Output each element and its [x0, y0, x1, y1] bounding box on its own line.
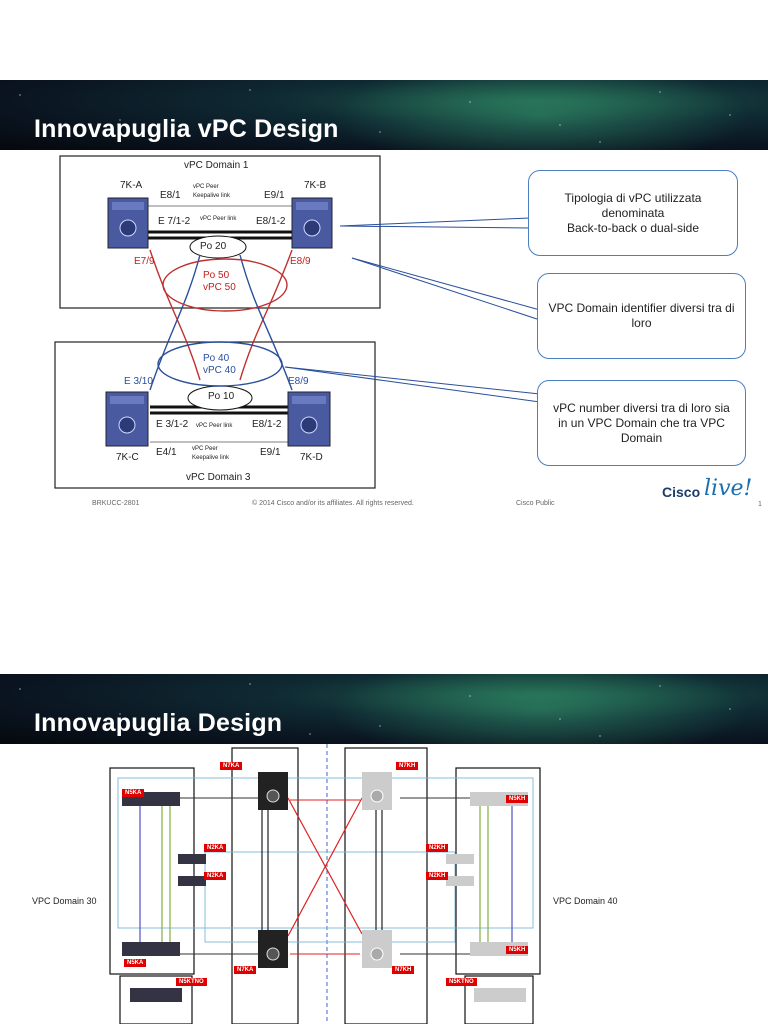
po20-label: Po 20 [200, 241, 227, 252]
n2kh-2-device [446, 876, 474, 886]
switch-7k-b [291, 197, 333, 249]
switch-7k-c [105, 391, 149, 447]
n2ka-1-device [178, 854, 206, 864]
footer-copyright: © 2014 Cisco and/or its affiliates. All … [252, 500, 414, 507]
po40-ellipse [157, 341, 283, 387]
po40-label: Po 40 [203, 353, 230, 364]
tag-n7kh-bot: N7KH [392, 966, 415, 974]
cisco-live-logo: Cisco live! [662, 476, 753, 501]
slide-2-title: Innovapuglia Design [34, 709, 283, 737]
domain-3-label: vPC Domain 3 [186, 472, 251, 483]
tag-n5ka-bot: N5KA [124, 959, 147, 967]
n5kt-right-device [474, 988, 526, 1002]
tag-n5kh-bot: N5KH [506, 946, 529, 954]
port-e4-1: E4/1 [156, 447, 177, 458]
port-e3-1-2: E 3/1-2 [156, 419, 189, 430]
tag-n2kh-2: N2KH [426, 872, 449, 880]
n7ka-top-device [258, 772, 288, 810]
vpc-domain-1-box [59, 155, 381, 309]
port-e8-1-2-bot: E8/1-2 [252, 419, 282, 430]
tag-n7ka-bot: N7KA [234, 966, 257, 974]
slide-1-title: Innovapuglia vPC Design [34, 115, 339, 143]
tag-n2ka-2: N2KA [204, 872, 227, 880]
vpc50-label: vPC 50 [203, 282, 236, 293]
switch-7k-d [287, 391, 331, 447]
design-diagram [109, 744, 541, 1024]
tag-n5kt-left: N5KTNO [176, 978, 207, 986]
vpc-diagram [54, 155, 541, 489]
po50-label: Po 50 [203, 270, 230, 281]
port-e8-1-2-top: E8/1-2 [256, 216, 286, 227]
vpc-domain-30-label: VPC Domain 30 [32, 896, 97, 906]
peer-link-top: vPC Peer link [200, 216, 237, 222]
vpc40-label: vPC 40 [203, 365, 236, 376]
port-e8-9-bot: E8/9 [288, 376, 309, 387]
domain-1-label: vPC Domain 1 [184, 160, 249, 171]
n2kh-1-device [446, 854, 474, 864]
tag-n7ka-top: N7KA [220, 762, 243, 770]
tag-n2ka-1: N2KA [204, 844, 227, 852]
tag-n7kh-top: N7KH [396, 762, 419, 770]
peer-link-bot: vPC Peer link [196, 423, 233, 429]
tag-n5kt-right: N5KTNO [446, 978, 477, 986]
vpc-domain-40-label: VPC Domain 40 [553, 896, 618, 906]
n2ka-2-device [178, 876, 206, 886]
keepalive-top-2: Keepalive link [193, 193, 231, 199]
n5kt-left-device [130, 988, 182, 1002]
n7ka-bot-device [258, 930, 288, 968]
switch-7k-a-label: 7K-A [120, 180, 143, 191]
po50-ellipse [162, 258, 288, 312]
n7kh-bot-device [362, 930, 392, 968]
slide-2-banner [0, 674, 768, 744]
n7kh-top-device [362, 772, 392, 810]
switch-7k-a [107, 197, 149, 249]
slide-1-banner [0, 80, 768, 150]
keepalive-bot-1: vPC Peer [192, 446, 218, 452]
port-e7-1-2: E 7/1-2 [158, 216, 191, 227]
switch-7k-c-label: 7K-C [116, 452, 139, 463]
switch-7k-d-label: 7K-D [300, 452, 323, 463]
switch-7k-b-label: 7K-B [304, 180, 327, 191]
port-e8-1: E8/1 [160, 190, 181, 201]
footer-page: 1 [758, 501, 762, 508]
port-e9-1-top: E9/1 [264, 190, 285, 201]
tag-n5ka-top: N5KA [122, 789, 145, 797]
keepalive-bot-2: Keepalive link [192, 455, 230, 461]
footer-code: BRKUCC-2801 [92, 500, 140, 507]
port-e7-9: E7/9 [134, 256, 155, 267]
n5ka-bot-device [122, 942, 180, 956]
port-e3-10: E 3/10 [124, 376, 153, 387]
slide-1: Innovapuglia vPC Design [0, 80, 768, 520]
footer-public: Cisco Public [516, 500, 555, 507]
port-e8-9-top: E8/9 [290, 256, 311, 267]
tag-n5kh-top: N5KH [506, 795, 529, 803]
keepalive-top-1: vPC Peer [193, 184, 219, 190]
po10-label: Po 10 [208, 391, 235, 402]
port-e9-1-bot: E9/1 [260, 447, 281, 458]
po20-ellipse [189, 235, 247, 259]
slide-2: Innovapuglia Design [0, 674, 768, 1024]
tag-n2kh-1: N2KH [426, 844, 449, 852]
